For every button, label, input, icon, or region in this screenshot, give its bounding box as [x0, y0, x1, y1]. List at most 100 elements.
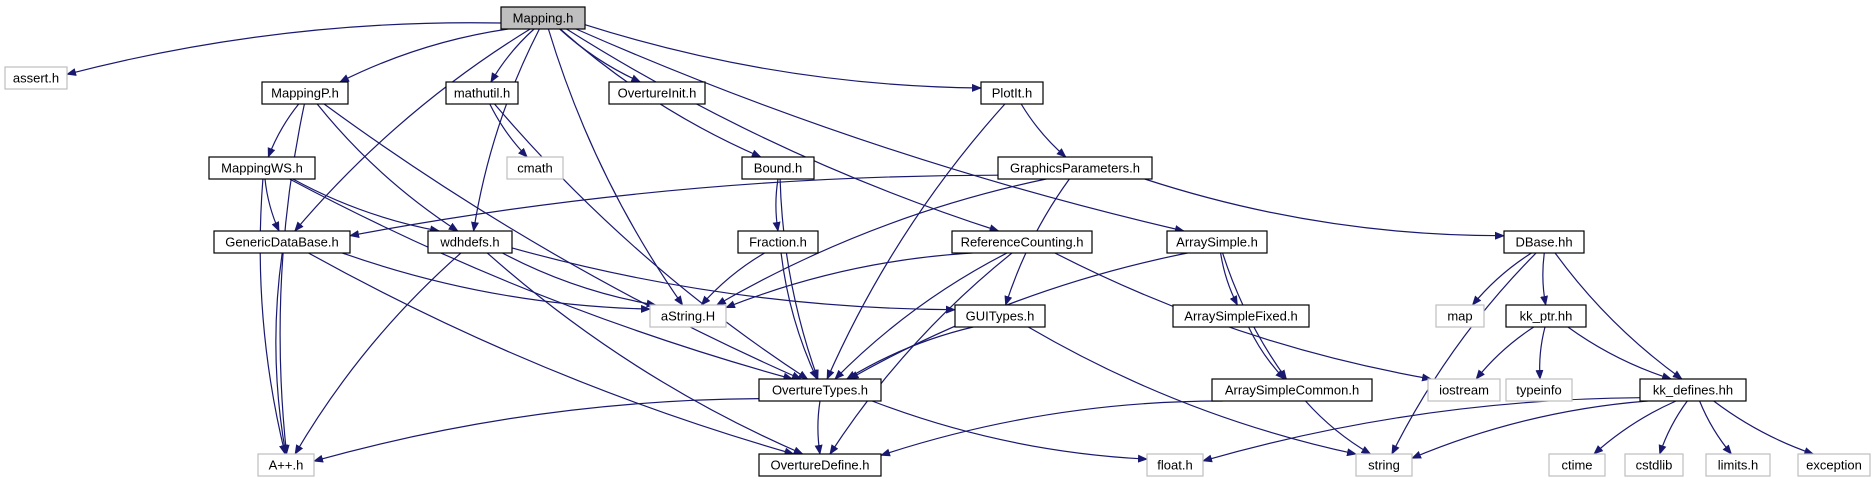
edge-fraction-to-astring: [700, 252, 765, 306]
node-float[interactable]: float.h: [1146, 453, 1204, 477]
node-graphicsparameters[interactable]: GraphicsParameters.h: [997, 156, 1153, 180]
edge-kkptr-to-iostream: [1475, 326, 1535, 380]
node-kkdefines-box: [1639, 378, 1747, 402]
node-exception[interactable]: exception: [1797, 453, 1871, 477]
node-cmath[interactable]: cmath: [506, 156, 564, 180]
node-overturetypes-box: [758, 378, 882, 402]
node-referencecounting[interactable]: ReferenceCounting.h: [951, 230, 1093, 254]
edge-genericdatabase-to-overturedefine: [308, 252, 795, 456]
node-astring-box: [649, 304, 727, 328]
edge-plotit-to-graphicsparameters: [1020, 103, 1067, 158]
edge-kkptr-to-typeinfo: [1535, 326, 1546, 380]
node-mathutil[interactable]: mathutil.h: [445, 81, 519, 105]
node-wdhdefs[interactable]: wdhdefs.h: [427, 230, 513, 254]
node-plotit-box: [980, 81, 1044, 105]
node-limits[interactable]: limits.h: [1705, 453, 1771, 477]
node-ctime-box: [1548, 453, 1606, 477]
edge-mathutil-to-cmath: [489, 103, 528, 158]
node-mappingp[interactable]: MappingP.h: [261, 81, 349, 105]
node-arraysimple[interactable]: ArraySimple.h: [1166, 230, 1268, 254]
node-mappingws[interactable]: MappingWS.h: [208, 156, 316, 180]
node-astring[interactable]: aString.H: [649, 304, 727, 328]
node-arraysimplecommon-label: ArraySimpleCommon.h: [1225, 383, 1359, 398]
edge-mapping-to-mappingp: [339, 28, 509, 83]
node-referencecounting-label: ReferenceCounting.h: [961, 235, 1084, 250]
edge-arraysimplefixed-to-arraysimplecommon: [1248, 326, 1286, 380]
node-mathutil-label: mathutil.h: [454, 86, 510, 101]
edge-mappingws-to-wdhdefs: [292, 178, 441, 234]
node-assert-label: assert.h: [13, 71, 59, 86]
edge-referencecounting-to-overturedefine: [829, 252, 1013, 455]
node-overturetypes-label: OvertureTypes.h: [772, 383, 868, 398]
edge-arraysimple-to-overturetypes: [848, 252, 1188, 380]
edge-fraction-to-overturetypes: [780, 252, 818, 380]
node-arraysimplecommon[interactable]: ArraySimpleCommon.h: [1211, 378, 1373, 402]
edge-kkptr-to-kkdefines: [1567, 326, 1673, 381]
node-kkdefines[interactable]: kk_defines.hh: [1639, 378, 1747, 402]
edge-kkdefines-to-float: [1202, 397, 1641, 463]
node-plotit[interactable]: PlotIt.h: [980, 81, 1044, 105]
edge-dbase-to-map: [1471, 252, 1532, 306]
node-genericdatabase[interactable]: GenericDataBase.h: [213, 230, 351, 254]
node-cstdlib-box: [1624, 453, 1684, 477]
node-mappingp-label: MappingP.h: [271, 86, 339, 101]
node-iostream-label: iostream: [1439, 383, 1489, 398]
edge-mappingp-to-wdhdefs: [316, 103, 459, 232]
node-overtureinit-label: OvertureInit.h: [618, 86, 697, 101]
node-dbase[interactable]: DBase.hh: [1503, 230, 1585, 254]
node-fraction-box: [737, 230, 819, 254]
node-astring-label: aString.H: [661, 309, 715, 324]
edge-arraysimplecommon-to-string: [1305, 400, 1372, 455]
node-arraysimplefixed[interactable]: ArraySimpleFixed.h: [1172, 304, 1310, 328]
node-app-label: A++.h: [269, 458, 304, 473]
edge-guitypes-to-overturetypes: [845, 326, 974, 380]
node-assert[interactable]: assert.h: [4, 66, 68, 90]
node-bound-box: [741, 156, 815, 180]
node-mapping-label: Mapping.h: [513, 11, 574, 26]
node-genericdatabase-box: [213, 230, 351, 254]
node-kkptr[interactable]: kk_ptr.hh: [1505, 304, 1587, 328]
edge-genericdatabase-to-astring: [342, 252, 651, 313]
node-ctime[interactable]: ctime: [1548, 453, 1606, 477]
node-guitypes[interactable]: GUITypes.h: [954, 304, 1046, 328]
edge-kkdefines-to-cstdlib: [1658, 400, 1688, 455]
node-overtureinit[interactable]: OvertureInit.h: [608, 81, 706, 105]
node-mapping[interactable]: Mapping.h: [500, 6, 586, 30]
node-arraysimplefixed-box: [1172, 304, 1310, 328]
edge-bound-to-overturetypes: [779, 178, 819, 380]
node-plotit-label: PlotIt.h: [992, 86, 1032, 101]
node-fraction[interactable]: Fraction.h: [737, 230, 819, 254]
node-app[interactable]: A++.h: [257, 453, 315, 477]
edge-dbase-to-kkdefines: [1554, 252, 1683, 380]
node-typeinfo-box: [1505, 378, 1573, 402]
edge-graphicsparameters-to-astring: [715, 178, 1047, 306]
node-map[interactable]: map: [1435, 304, 1485, 328]
node-string[interactable]: string: [1355, 453, 1413, 477]
node-cmath-box: [506, 156, 564, 180]
node-graphicsparameters-label: GraphicsParameters.h: [1010, 161, 1140, 176]
node-overturedefine[interactable]: OvertureDefine.h: [758, 453, 882, 477]
edge-wdhdefs-to-app: [294, 252, 462, 455]
node-float-box: [1146, 453, 1204, 477]
node-mappingws-box: [208, 156, 316, 180]
node-arraysimple-box: [1166, 230, 1268, 254]
node-arraysimplefixed-label: ArraySimpleFixed.h: [1184, 309, 1297, 324]
node-exception-label: exception: [1806, 458, 1862, 473]
node-bound[interactable]: Bound.h: [741, 156, 815, 180]
node-map-box: [1435, 304, 1485, 328]
node-iostream[interactable]: iostream: [1427, 378, 1501, 402]
edge-mapping-to-astring: [547, 28, 684, 306]
node-exception-box: [1797, 453, 1871, 477]
node-limits-label: limits.h: [1718, 458, 1758, 473]
node-string-label: string: [1368, 458, 1400, 473]
node-iostream-box: [1427, 378, 1501, 402]
node-mappingp-box: [261, 81, 349, 105]
edge-mapping-to-overtureinit: [559, 28, 642, 83]
edge-mapping-to-plotit: [584, 24, 982, 92]
node-overturetypes[interactable]: OvertureTypes.h: [758, 378, 882, 402]
node-typeinfo[interactable]: typeinfo: [1505, 378, 1573, 402]
node-cstdlib[interactable]: cstdlib: [1624, 453, 1684, 477]
edge-mapping-to-genericdatabase: [294, 28, 531, 232]
node-fraction-label: Fraction.h: [749, 235, 807, 250]
